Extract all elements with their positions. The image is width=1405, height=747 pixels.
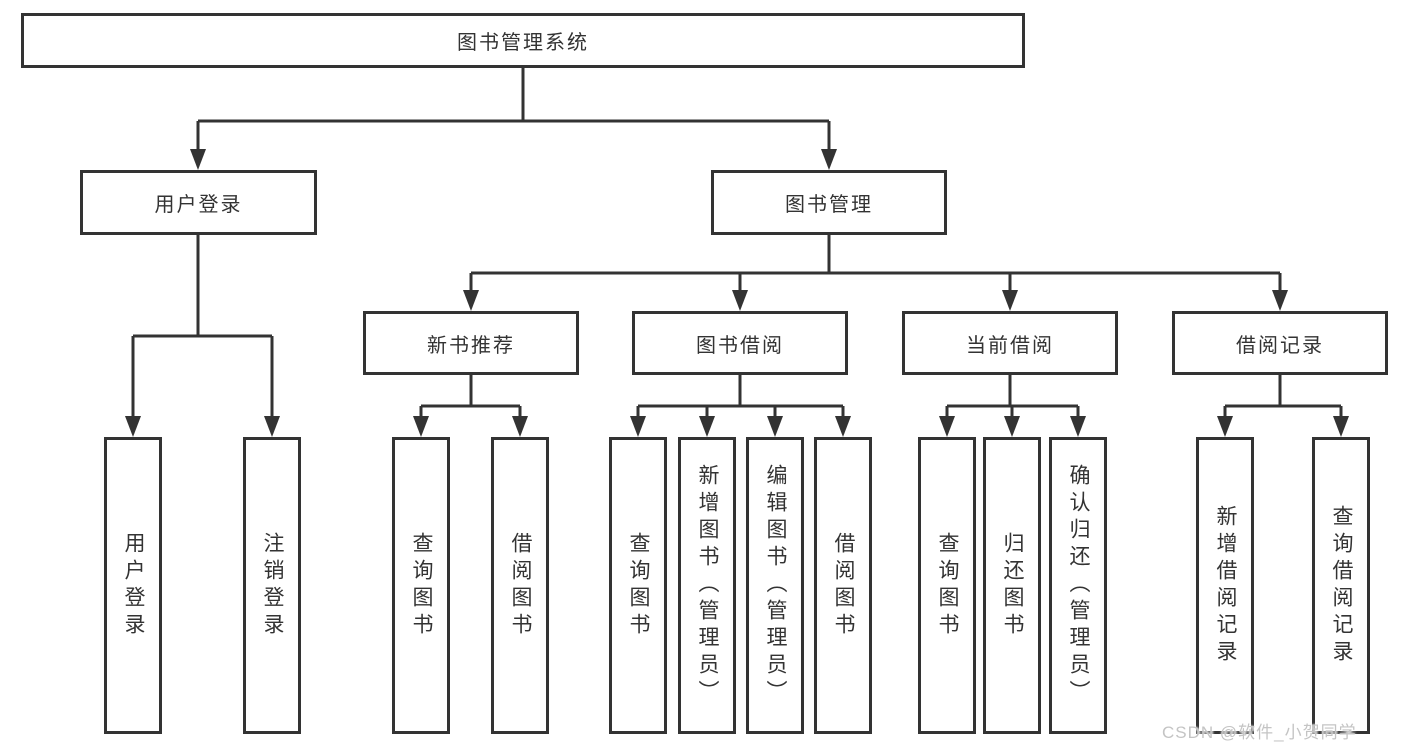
arrowhead <box>1333 416 1349 437</box>
node-label: 查询借阅记录 <box>1330 504 1353 667</box>
arrowhead <box>463 290 479 311</box>
watermark: CSDN @软件_小贺同学 <box>1162 723 1357 742</box>
node-label: 查询图书 <box>627 531 650 640</box>
arrowhead <box>630 416 646 437</box>
node-add-borrow-record: 新增借阅记录 <box>1196 437 1254 734</box>
arrowhead <box>821 149 837 170</box>
arrowhead <box>512 416 528 437</box>
node-new-book-recommendation: 新书推荐 <box>363 311 579 375</box>
node-confirm-return-admin: 确认归还（管理员） <box>1049 437 1107 734</box>
arrowhead <box>1002 290 1018 311</box>
arrowhead <box>699 416 715 437</box>
node-borrowing-records: 借阅记录 <box>1172 311 1388 375</box>
arrowhead <box>732 290 748 311</box>
arrowhead <box>264 416 280 437</box>
arrowhead <box>1070 416 1086 437</box>
node-logout: 注销登录 <box>243 437 301 734</box>
node-label: 确认归还（管理员） <box>1067 464 1090 707</box>
node-query-books-current: 查询图书 <box>918 437 976 734</box>
node-label: 图书管理系统 <box>457 32 589 54</box>
node-query-books-borrowing: 查询图书 <box>609 437 667 734</box>
node-label: 查询图书 <box>936 531 959 640</box>
node-query-books-recommend: 查询图书 <box>392 437 450 734</box>
arrowhead <box>1272 290 1288 311</box>
node-add-book-admin: 新增图书（管理员） <box>678 437 736 734</box>
node-label: 注销登录 <box>261 531 284 640</box>
node-user-login: 用户登录 <box>80 170 317 235</box>
arrowhead <box>413 416 429 437</box>
arrowhead <box>1004 416 1020 437</box>
node-label: 图书借阅 <box>696 334 784 357</box>
arrowhead <box>767 416 783 437</box>
node-label: 归还图书 <box>1001 531 1024 640</box>
node-label: 编辑图书（管理员） <box>764 464 787 707</box>
arrowhead <box>190 149 206 170</box>
node-label: 借阅图书 <box>832 531 855 640</box>
node-book-borrowing: 图书借阅 <box>632 311 848 375</box>
node-library-system: 图书管理系统 <box>21 13 1025 68</box>
node-label: 新增借阅记录 <box>1214 504 1237 667</box>
arrowhead <box>835 416 851 437</box>
node-return-books: 归还图书 <box>983 437 1041 734</box>
node-edit-book-admin: 编辑图书（管理员） <box>746 437 804 734</box>
node-label: 借阅图书 <box>509 531 532 640</box>
node-login: 用户登录 <box>104 437 162 734</box>
node-book-management: 图书管理 <box>711 170 947 235</box>
arrowhead <box>1217 416 1233 437</box>
node-query-borrow-record: 查询借阅记录 <box>1312 437 1370 734</box>
arrowhead <box>125 416 141 437</box>
arrowhead <box>939 416 955 437</box>
node-label: 新增图书（管理员） <box>696 464 719 707</box>
node-label: 新书推荐 <box>427 334 515 357</box>
node-label: 用户登录 <box>122 531 145 640</box>
node-label: 图书管理 <box>785 194 873 216</box>
node-label: 查询图书 <box>410 531 433 640</box>
node-label: 借阅记录 <box>1236 334 1324 357</box>
node-current-borrowing: 当前借阅 <box>902 311 1118 375</box>
node-label: 用户登录 <box>154 194 243 216</box>
node-label: 当前借阅 <box>966 334 1054 357</box>
node-borrow-books-borrowing: 借阅图书 <box>814 437 872 734</box>
node-borrow-books-recommend: 借阅图书 <box>491 437 549 734</box>
